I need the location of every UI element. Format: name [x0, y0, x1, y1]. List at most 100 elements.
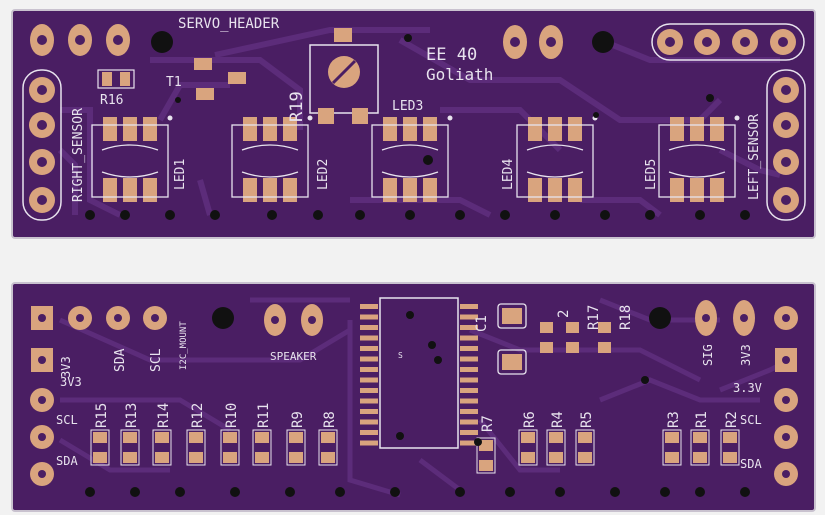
sig-label: SIG	[701, 344, 715, 366]
r12-label: R12	[190, 403, 206, 428]
bottom-left-header	[30, 348, 54, 486]
resistor-r11	[252, 429, 272, 466]
ic-pad	[360, 419, 378, 425]
ic-pad	[460, 440, 478, 446]
r10-label: R10	[224, 403, 240, 428]
r1-label: R1	[694, 411, 710, 428]
speaker-pads	[264, 304, 323, 336]
r16-label: R16	[100, 93, 123, 108]
r14-label: R14	[156, 403, 172, 428]
right-sensor-header	[22, 69, 62, 221]
ic-pad	[360, 356, 378, 362]
v3-right-label: 3V3	[739, 344, 753, 366]
ic-pad	[460, 388, 478, 393]
resistor-r10	[220, 429, 240, 466]
ic-pad	[460, 409, 478, 414]
ic-pad	[460, 335, 478, 341]
led-footprint	[658, 115, 740, 202]
ic-pad	[460, 325, 478, 330]
bottom-board-substrate	[11, 282, 816, 512]
led-footprint	[516, 115, 598, 202]
resistor-r8	[318, 429, 338, 466]
t1-label: T1	[166, 75, 182, 90]
r17-label: R17	[586, 305, 602, 330]
r19-potentiometer	[309, 28, 379, 124]
sig-3v3-pads	[695, 300, 798, 336]
led1-label: LED1	[173, 159, 188, 190]
resistor-r12	[186, 429, 206, 466]
ic-pad	[360, 388, 378, 393]
resistor-r6	[518, 429, 538, 466]
r11-label: R11	[256, 403, 272, 428]
speaker-label: SPEAKER	[270, 350, 317, 363]
c2-label: 2	[556, 310, 572, 318]
resistor-r13	[120, 429, 140, 466]
r13-label: R13	[124, 403, 140, 428]
right-sensor-label: RIGHT_SENSOR	[71, 108, 86, 202]
resistor-r7	[476, 437, 496, 474]
ic-pad	[360, 409, 378, 414]
s-label: S	[398, 351, 403, 360]
r2-label: R2	[724, 411, 740, 428]
scl-top-label: SCL	[149, 348, 164, 372]
v33-right-label: 3.3V	[733, 381, 762, 395]
servo-header-label: SERVO_HEADER	[178, 16, 280, 32]
led-footprint	[91, 115, 173, 202]
resistor-r4	[546, 429, 566, 466]
scl-right-label: SCL	[740, 413, 762, 427]
resistor-r3	[662, 429, 682, 466]
top-center-header	[503, 25, 563, 59]
bottom-mount-hole-2	[649, 307, 671, 329]
sda-right-label: SDA	[740, 457, 762, 471]
led-footprint	[231, 115, 313, 202]
ic-pad	[360, 398, 378, 404]
goliath-label: Goliath	[426, 65, 493, 84]
led5-label: LED5	[644, 159, 659, 190]
resistor-r14	[152, 429, 172, 466]
top-mount-hole-1	[151, 31, 173, 53]
resistor-r5	[575, 429, 595, 466]
bottom-board: 3V3 SDA SCL I2C_MOUNT SPEAKER S C1 2 R17…	[11, 282, 816, 512]
servo-header-left	[30, 24, 130, 56]
r3-label: R3	[666, 411, 682, 428]
r16-resistor	[97, 69, 135, 89]
r7-label: R7	[480, 415, 496, 432]
t1-transistor	[194, 58, 246, 100]
ic-pad	[360, 367, 378, 372]
left-sensor-label: LEFT_SENSOR	[747, 114, 762, 200]
v3-left-label: 3V3	[60, 375, 82, 389]
ic-pad	[460, 367, 478, 372]
bottom-vias	[85, 376, 750, 497]
top-board: SERVO_HEADER EE 40 Goliath R16 T1 R19 LE…	[11, 9, 816, 239]
r4-label: R4	[550, 411, 566, 428]
r9-label: R9	[290, 411, 306, 428]
r6-label: R6	[522, 411, 538, 428]
r15-label: R15	[94, 403, 110, 428]
sda-left-label: SDA	[56, 454, 78, 468]
scl-left-label: SCL	[56, 413, 78, 427]
resistor-r2	[720, 429, 740, 466]
bottom-mount-hole-1	[212, 307, 234, 329]
v3-top-label: 3V3	[59, 356, 73, 378]
led2-label: LED2	[316, 159, 331, 190]
ic-pad	[460, 346, 478, 351]
r19-label: R19	[287, 91, 307, 122]
ic-pad	[360, 325, 378, 330]
ic-pad	[460, 377, 478, 383]
ic-pad	[460, 356, 478, 362]
ic-pad	[360, 304, 378, 309]
ee40-label: EE 40	[426, 45, 477, 65]
top-mount-hole-2	[592, 31, 614, 53]
ic-pad	[360, 314, 378, 320]
c1-label: C1	[474, 315, 490, 332]
ic-pad	[360, 335, 378, 341]
led-footprint	[371, 115, 453, 202]
ic-pad	[460, 314, 478, 320]
r5-label: R5	[579, 411, 595, 428]
bottom-top-left-pads	[31, 306, 167, 330]
ic-chip	[360, 297, 478, 449]
ic-pad	[360, 377, 378, 383]
top-vias	[85, 34, 750, 220]
